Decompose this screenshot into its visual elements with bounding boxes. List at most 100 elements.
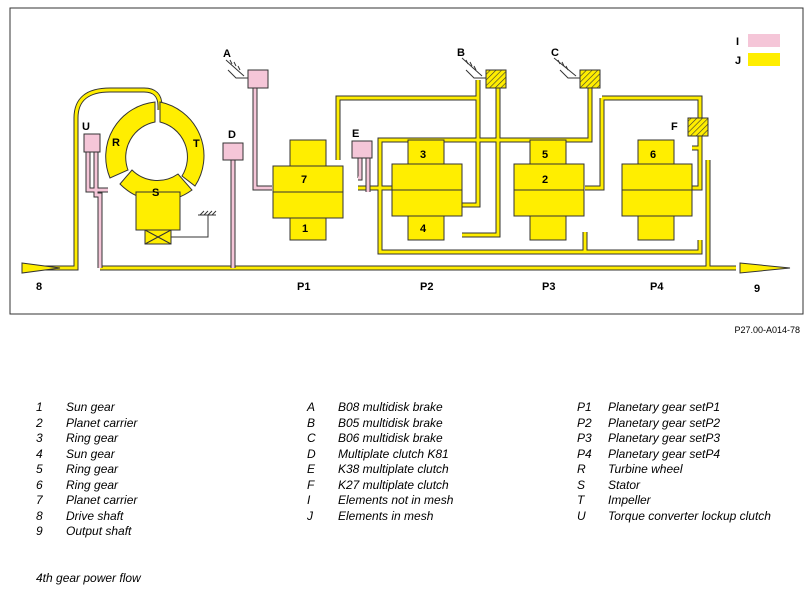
label-part-4: 4 <box>420 223 427 235</box>
legend-value: Elements in mesh <box>338 508 434 523</box>
legend-value: Planetary gear setP4 <box>608 446 721 461</box>
legend-key: E <box>307 462 316 476</box>
label-brake-a: A <box>223 48 231 60</box>
legend-item: P4 Planetary gear setP4 <box>577 447 771 463</box>
legend-value: Ring gear <box>66 462 119 476</box>
legend-value: Planetary gear setP2 <box>608 415 721 430</box>
legend-item: 1 Sun gear <box>36 400 137 416</box>
legend-item: P2 Planetary gear setP2 <box>577 416 771 432</box>
label-brake-b: B <box>457 47 465 59</box>
legend-key: 3 <box>36 431 43 445</box>
legend-key: T <box>577 493 585 507</box>
legend-key: J <box>307 508 313 523</box>
lockup-clutch <box>83 133 101 153</box>
label-impeller: T <box>193 138 200 150</box>
legend-value: K27 multiplate clutch <box>338 477 449 492</box>
clutch-d <box>222 142 244 161</box>
legend-value: Sun gear <box>66 400 115 414</box>
legend-key: R <box>577 462 586 476</box>
label-clutch-e: E <box>352 128 359 140</box>
key-label-i: I <box>736 36 739 48</box>
label-part-6: 6 <box>650 149 656 161</box>
legend-key: 4 <box>36 446 43 461</box>
legend-value: B08 multidisk brake <box>338 400 443 414</box>
gear-set-p4 <box>621 139 693 241</box>
label-part-2: 2 <box>542 174 548 186</box>
label-drive-shaft: 8 <box>36 281 42 293</box>
legend-key: P1 <box>577 400 592 414</box>
legend-value: Planetary gear setP3 <box>608 431 721 445</box>
legend-key: U <box>577 508 586 523</box>
legend-item: J Elements in mesh <box>307 509 453 525</box>
legend-key: 7 <box>36 493 43 507</box>
legend-value: B05 multidisk brake <box>338 415 443 430</box>
legend-value: Torque converter lockup clutch <box>608 508 771 523</box>
legend-value: Ring gear <box>66 477 119 492</box>
legend-key: P4 <box>577 446 592 461</box>
legend-value: Elements not in mesh <box>338 493 454 507</box>
legend-value: Drive shaft <box>66 508 124 523</box>
in-mesh-shafts-fill <box>26 80 736 270</box>
brake-b <box>461 57 507 89</box>
label-part-7: 7 <box>301 174 307 186</box>
legend-item: U Torque converter lockup clutch <box>577 509 771 525</box>
label-brake-c: C <box>551 47 559 59</box>
legend-value: B06 multidisk brake <box>338 431 443 445</box>
gear-set-p3 <box>513 139 585 241</box>
legend-value: Sun gear <box>66 446 115 461</box>
legend-key: 1 <box>36 400 43 414</box>
legend-item: T Impeller <box>577 493 771 509</box>
legend-key: S <box>577 477 586 492</box>
impeller <box>159 101 205 187</box>
legend-value: Impeller <box>608 493 651 507</box>
legend-key: F <box>307 477 315 492</box>
gear-set-p2 <box>391 139 463 241</box>
legend-item: B B05 multidisk brake <box>307 416 453 432</box>
legend-item: R Turbine wheel <box>577 462 771 478</box>
legend-key: 8 <box>36 508 43 523</box>
legend-value: Planet carrier <box>66 415 138 430</box>
legend-key: D <box>307 446 316 461</box>
legend-item: 3 Ring gear <box>36 431 137 447</box>
legend-item: D Multiplate clutch K81 <box>307 447 453 463</box>
drive-shaft-arrow <box>21 262 61 274</box>
power-flow-diagram: I J 8 9 U R T S A B C D E F 7 1 3 4 5 2 … <box>9 7 804 315</box>
clutch-f <box>687 117 709 137</box>
legend-key: I <box>307 493 311 507</box>
legend-item: 5 Ring gear <box>36 462 137 478</box>
legend-value: Turbine wheel <box>608 462 683 476</box>
label-set-p1: P1 <box>297 281 310 293</box>
figure-reference: P27.00-A014-78 <box>734 325 800 335</box>
legend-key: 5 <box>36 462 43 476</box>
not-in-mesh-shafts-fill <box>86 80 370 268</box>
label-set-p2: P2 <box>420 281 433 293</box>
label-output-shaft: 9 <box>754 283 760 295</box>
legend-key: 2 <box>36 415 43 430</box>
legend-key: 6 <box>36 477 43 492</box>
legend-item: 2 Planet carrier <box>36 416 137 432</box>
label-clutch-f: F <box>671 121 678 133</box>
output-shaft-arrow <box>739 262 791 274</box>
legend-value: Multiplate clutch K81 <box>338 446 449 461</box>
legend-value: Ring gear <box>66 431 119 445</box>
legend-key: P3 <box>577 431 592 445</box>
legend-value: Planetary gear setP1 <box>608 400 721 414</box>
legend-key: B <box>307 415 316 430</box>
legend-item: P1 Planetary gear setP1 <box>577 400 771 416</box>
figure-caption: 4th gear power flow <box>36 571 141 585</box>
legend-item: I Elements not in mesh <box>307 493 453 509</box>
legend-item: 6 Ring gear <box>36 478 137 494</box>
turbine-wheel <box>105 101 156 179</box>
gear-set-p1 <box>272 139 344 241</box>
label-part-5: 5 <box>542 149 548 161</box>
legend-key: P2 <box>577 415 592 430</box>
key-swatch-i <box>748 34 780 47</box>
